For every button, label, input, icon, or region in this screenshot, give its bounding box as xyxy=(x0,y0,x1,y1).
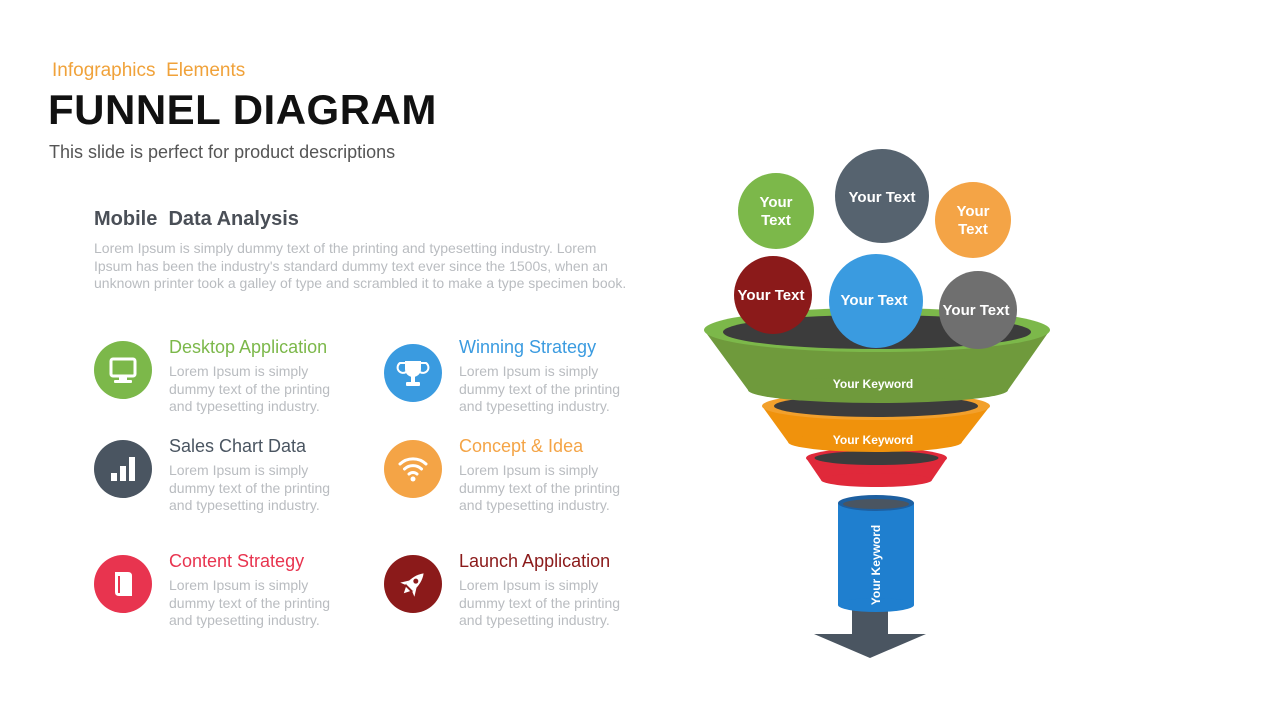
feature-sales-chart-data: Sales Chart Data Lorem Ipsum is simply d… xyxy=(94,440,364,520)
rocket-icon xyxy=(384,555,442,613)
feature-concept-idea: Concept & Idea Lorem Ipsum is simply dum… xyxy=(384,440,654,520)
feature-circle xyxy=(94,440,152,498)
bubble-blue: Your Text xyxy=(829,254,923,348)
bar-chart-icon xyxy=(94,440,152,498)
section-body: Lorem Ipsum is simply dummy text of the … xyxy=(94,240,629,293)
bubble-text: Your Text xyxy=(849,189,916,206)
feature-circle xyxy=(384,440,442,498)
bubble-gray: Your Text xyxy=(939,271,1017,349)
kicker-text: Infographics Elements xyxy=(52,60,245,82)
bubble-darkred: Your Text xyxy=(734,256,812,334)
wifi-icon xyxy=(384,440,442,498)
feature-desktop-application: Desktop Application Lorem Ipsum is simpl… xyxy=(94,341,364,421)
tier1-keyword-label: Your Keyword xyxy=(833,377,913,391)
feature-title: Desktop Application xyxy=(169,337,327,358)
feature-circle xyxy=(94,341,152,399)
feature-title: Launch Application xyxy=(459,551,610,572)
tier2-keyword-label: Your Keyword xyxy=(833,433,913,447)
feature-desc: Lorem Ipsum is simply dummy text of the … xyxy=(459,363,639,416)
bubble-text: Your Text xyxy=(738,287,805,304)
feature-desc: Lorem Ipsum is simply dummy text of the … xyxy=(459,462,639,515)
feature-circle xyxy=(384,344,442,402)
feature-circle xyxy=(384,555,442,613)
feature-title: Sales Chart Data xyxy=(169,436,306,457)
feature-desc: Lorem Ipsum is simply dummy text of the … xyxy=(169,577,349,630)
funnel-tube: Your Keyword xyxy=(838,495,914,612)
feature-winning-strategy: Winning Strategy Lorem Ipsum is simply d… xyxy=(384,344,654,424)
bubble-slate: Your Text xyxy=(835,149,929,243)
feature-desc: Lorem Ipsum is simply dummy text of the … xyxy=(459,577,639,630)
feature-desc: Lorem Ipsum is simply dummy text of the … xyxy=(169,462,349,515)
bubble-text: Your Text xyxy=(943,302,1010,319)
funnel-tier-3 xyxy=(806,448,947,487)
feature-title: Concept & Idea xyxy=(459,436,583,457)
page-subtitle: This slide is perfect for product descri… xyxy=(49,142,395,163)
trophy-icon xyxy=(384,344,442,402)
feature-title: Winning Strategy xyxy=(459,337,596,358)
bubble-text: Your Text xyxy=(841,292,908,309)
tube-keyword-label: Your Keyword xyxy=(869,525,883,605)
down-arrow-icon xyxy=(814,605,926,658)
monitor-icon xyxy=(94,341,152,399)
feature-content-strategy: Content Strategy Lorem Ipsum is simply d… xyxy=(94,555,364,635)
funnel-diagram: Your Keyword Your Keyword Your Keyword Y… xyxy=(690,140,1070,670)
feature-desc: Lorem Ipsum is simply dummy text of the … xyxy=(169,363,349,416)
section-title: Mobile Data Analysis xyxy=(94,208,299,231)
book-icon xyxy=(94,555,152,613)
feature-title: Content Strategy xyxy=(169,551,304,572)
feature-circle xyxy=(94,555,152,613)
feature-launch-application: Launch Application Lorem Ipsum is simply… xyxy=(384,555,654,635)
page-title: FUNNEL DIAGRAM xyxy=(48,86,437,134)
